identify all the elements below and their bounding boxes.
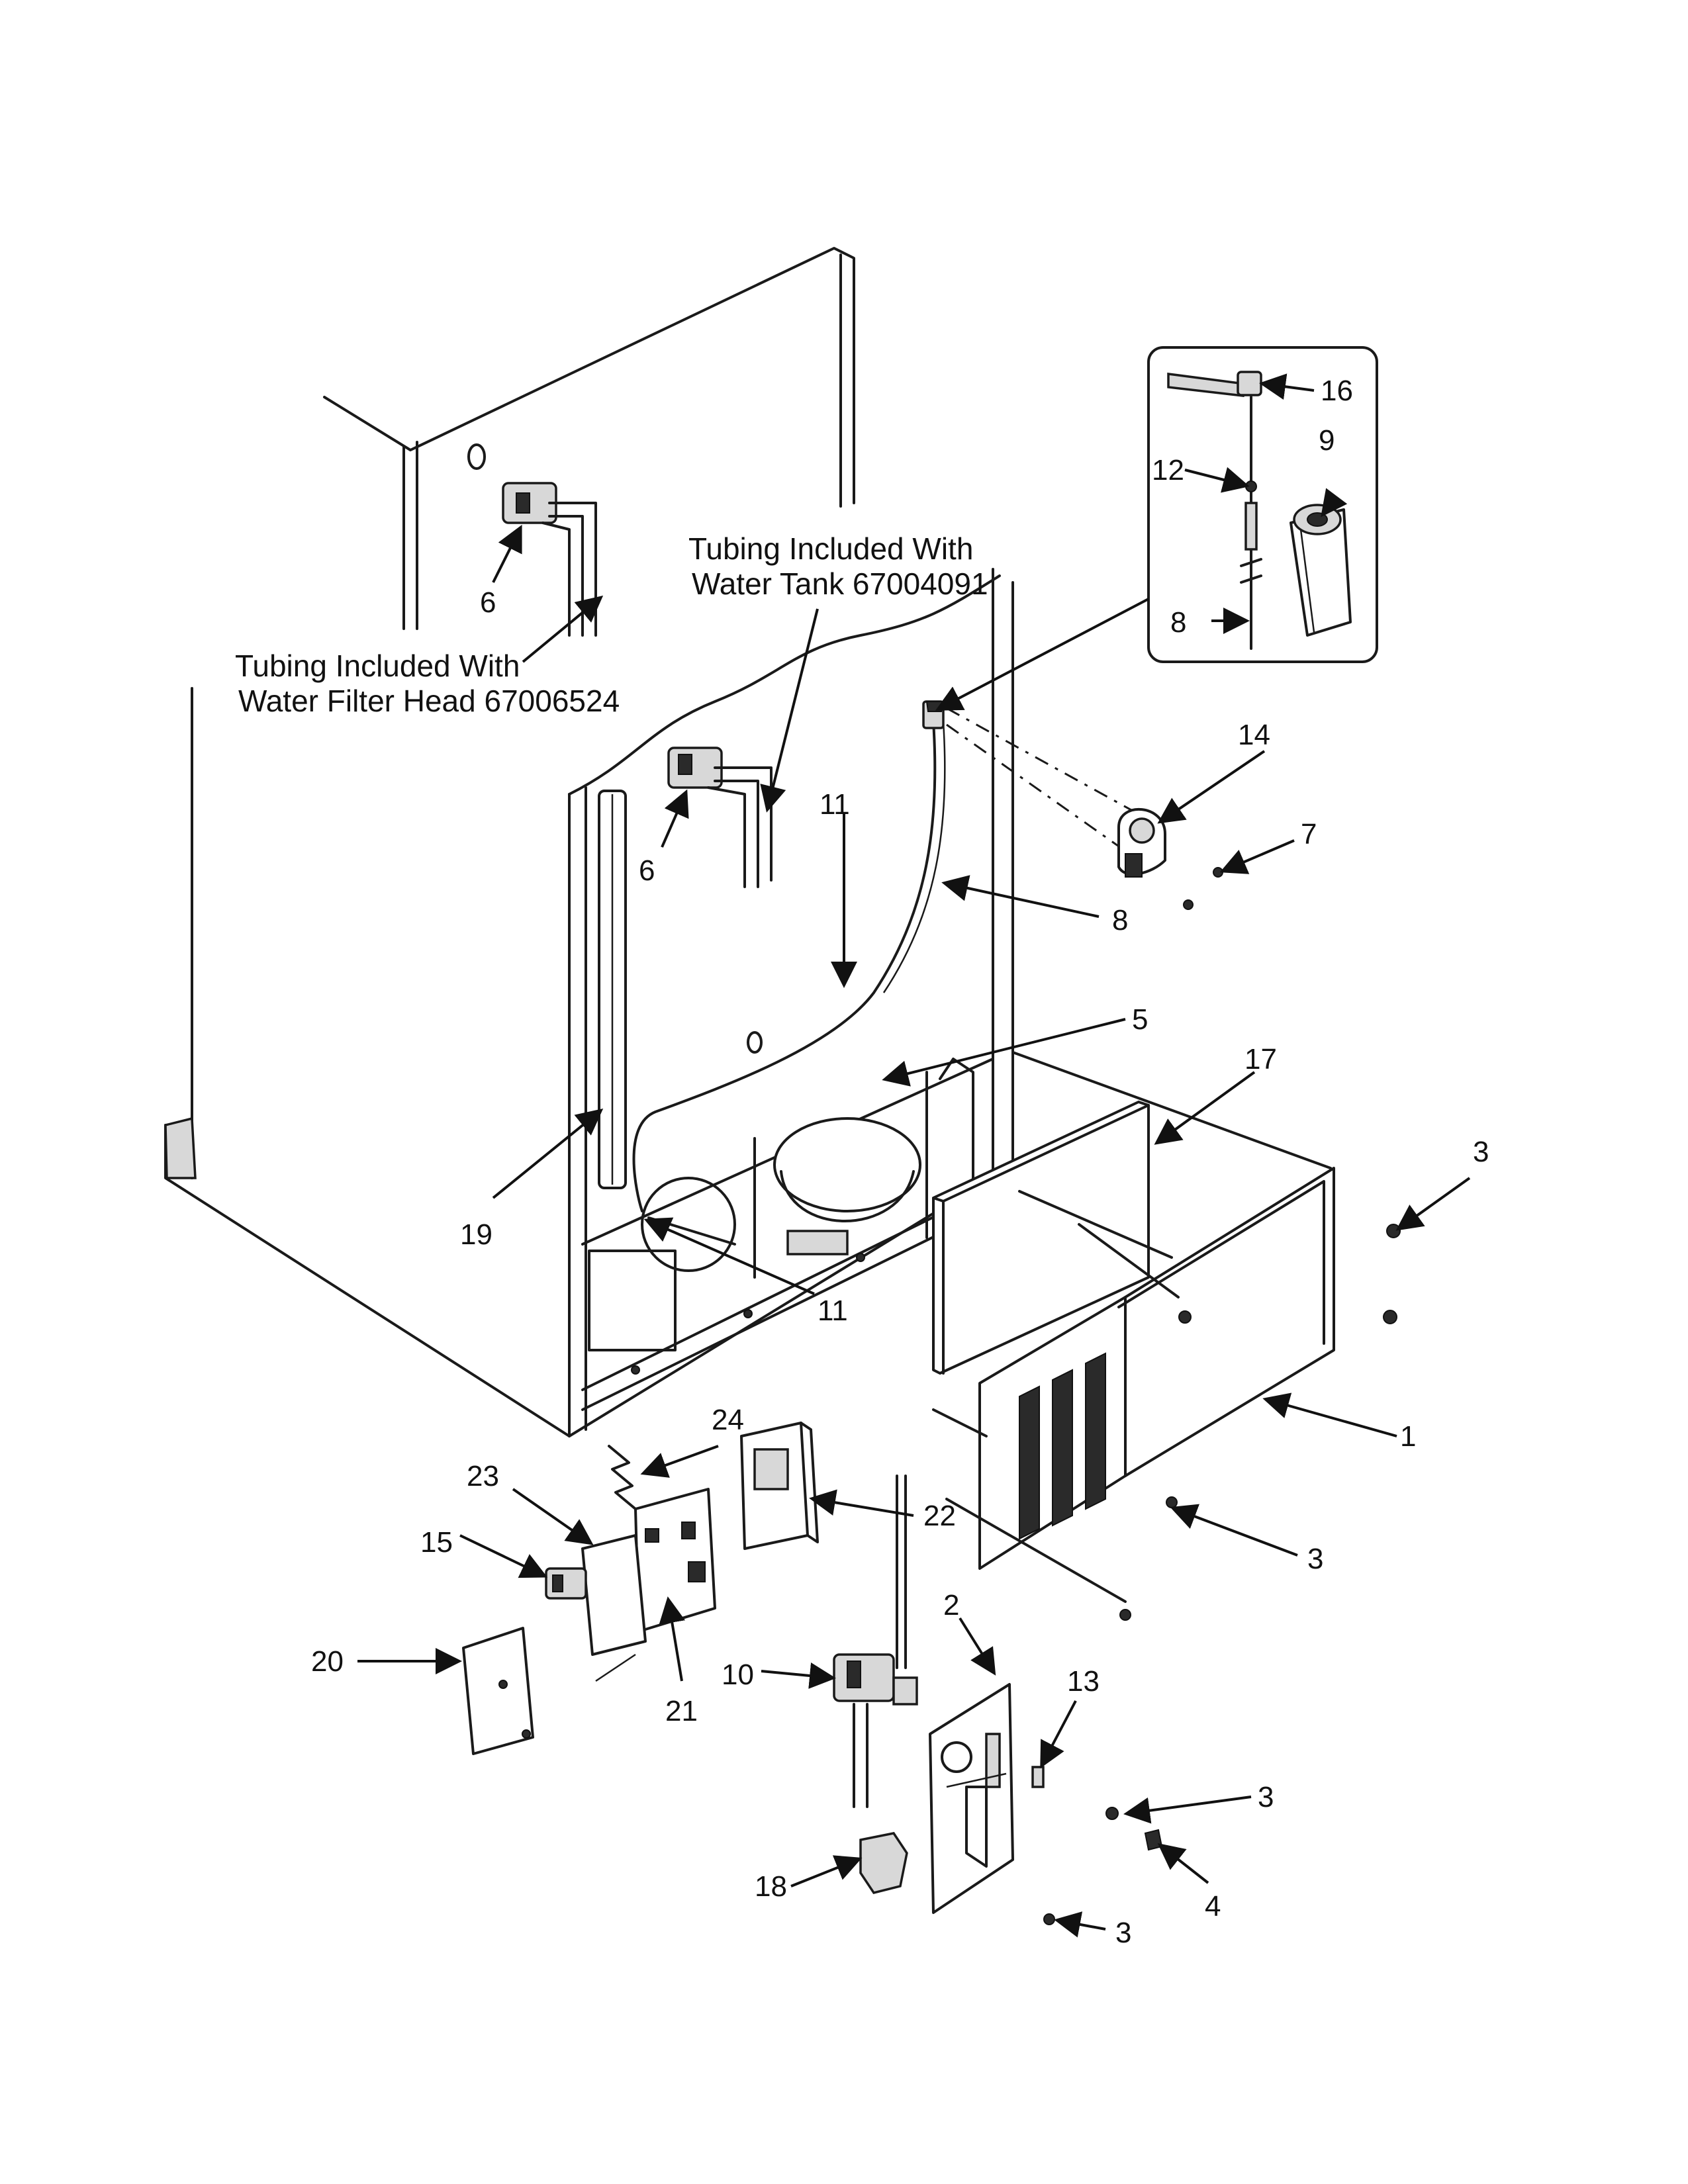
callout-5: 5 — [1132, 1003, 1148, 1036]
callout-24: 24 — [712, 1404, 744, 1436]
callout-1: 1 — [1400, 1420, 1416, 1453]
callout-13: 13 — [1067, 1665, 1100, 1698]
callout-6: 6 — [639, 854, 655, 887]
callout-22: 22 — [923, 1500, 956, 1532]
callout-15: 15 — [420, 1526, 453, 1559]
leader-arrows — [357, 373, 1471, 1938]
filter-head-note-line1: Tubing Included With — [235, 649, 520, 683]
water-tank-note-line2: Water Tank 67004091 — [692, 567, 988, 601]
callout-2: 2 — [943, 1589, 959, 1621]
callout-10: 10 — [722, 1659, 754, 1691]
insulation-pad — [932, 1101, 1150, 1375]
callout-8: 8 — [1112, 904, 1128, 936]
callout-17: 17 — [1244, 1043, 1277, 1075]
water-valve-assembly — [833, 1475, 1163, 1925]
callout-11: 11 — [818, 1295, 848, 1327]
callout-18: 18 — [755, 1870, 787, 1903]
callout-16: 16 — [1321, 375, 1353, 407]
control-box-assembly — [462, 1422, 819, 1755]
callout-3: 3 — [1473, 1136, 1489, 1168]
callout-3: 3 — [1258, 1781, 1274, 1813]
rear-access-cover — [932, 1051, 1401, 1621]
callout-7: 7 — [1301, 818, 1317, 850]
callout-11: 11 — [820, 788, 850, 821]
callout-3: 3 — [1307, 1543, 1323, 1575]
callout-4: 4 — [1205, 1890, 1221, 1923]
filter-head-note-line2: Water Filter Head 67006524 — [238, 684, 620, 718]
callout-12: 12 — [1152, 454, 1184, 486]
callout-20: 20 — [311, 1645, 344, 1678]
callout-19: 19 — [460, 1218, 492, 1251]
callout-14: 14 — [1238, 719, 1270, 751]
inset-water-valve-detail — [1147, 346, 1378, 663]
callout-23: 23 — [467, 1460, 499, 1492]
refrigerator-cabinet — [164, 247, 1014, 1437]
callout-8: 8 — [1170, 606, 1186, 639]
water-tank-note-line1: Tubing Included With — [688, 531, 973, 566]
callout-9: 9 — [1319, 424, 1335, 457]
callout-6: 6 — [480, 586, 496, 619]
callout-3: 3 — [1115, 1917, 1131, 1949]
water-filter-head-tubing — [502, 482, 773, 888]
callout-21: 21 — [665, 1695, 698, 1727]
bracket-assembly — [922, 700, 1223, 910]
